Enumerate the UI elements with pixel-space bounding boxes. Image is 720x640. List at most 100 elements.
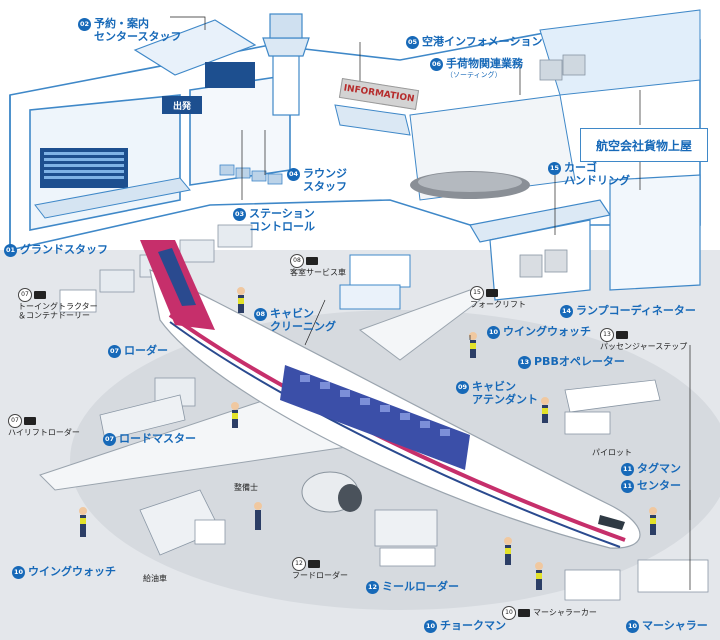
- tug-vehicle: [637, 559, 709, 593]
- label-number: 08: [290, 254, 304, 268]
- label-fuel-truck: 給油車: [143, 574, 167, 583]
- vehicle-icon: [486, 289, 498, 297]
- flight-info-board: [205, 62, 255, 88]
- label-mechanic: 整備士: [234, 483, 258, 492]
- airplane-far-wing: [358, 289, 481, 361]
- fuel-truck: [139, 489, 226, 556]
- cargo-shed: [469, 174, 701, 301]
- lounge-seats: [219, 164, 283, 185]
- label-text: パイロット: [592, 448, 632, 457]
- label-text: フードローダー: [292, 571, 348, 580]
- label-line2: ＆コンテナドーリー: [18, 311, 90, 321]
- label-line1: トーイングトラクター: [18, 302, 98, 311]
- label-ramp-coordinator: 14 ランプコーディネーター: [560, 305, 696, 318]
- vehicle-icon: [34, 291, 46, 299]
- label-subtext: （ソーティング）: [446, 70, 502, 79]
- label-food-loader: 12 フードローダー: [292, 557, 348, 580]
- label-text: 手荷物関連業務: [446, 57, 523, 70]
- label-text: フォークリフト: [470, 300, 526, 309]
- label-number: 10: [487, 326, 500, 339]
- label-load-master: 07 ロードマスター: [103, 433, 196, 446]
- label-text: マーシャラー: [642, 619, 708, 633]
- label-ground-staff: 01 グランドスタッフ: [4, 244, 108, 257]
- vehicle-icon: [308, 560, 320, 568]
- airplane-cabin-cutaway: [280, 365, 470, 470]
- label-text: ハイリフトローダー: [8, 428, 80, 437]
- label-line2: コントロール: [249, 219, 315, 233]
- vehicle-icon: [518, 609, 530, 617]
- label-passenger-step: 13 パッセンジャーステップ: [600, 328, 687, 351]
- cargo-office-platform: [539, 9, 701, 96]
- label-number: 02: [78, 18, 91, 31]
- label-lounge-staff: 04 ラウンジ スタッフ: [287, 167, 347, 193]
- departure-board: [40, 148, 128, 188]
- label-text: ランプコーディネーター: [576, 304, 696, 318]
- vehicle-icon: [616, 331, 628, 339]
- label-cabin-attendant: 09 キャビン アテンダント: [456, 380, 538, 406]
- label-line2: ハンドリング: [564, 173, 630, 187]
- marshaller-car: [564, 569, 621, 601]
- label-loader: 07 ローダー: [108, 345, 168, 358]
- label-text: マーシャラーカー: [533, 608, 597, 618]
- label-forklift: 15 フォークリフト: [470, 286, 526, 309]
- label-text: ウイングウォッチ: [28, 565, 116, 579]
- label-text: タグマン: [637, 462, 681, 476]
- label-number: 10: [502, 606, 516, 620]
- departure-sign: 出発: [162, 96, 202, 114]
- label-text: ウイングウォッチ: [503, 325, 591, 339]
- label-line1: ステーション: [249, 207, 315, 220]
- label-number: 07: [103, 433, 116, 446]
- label-number: 01: [4, 244, 17, 257]
- airplane: [39, 240, 641, 549]
- label-text: 整備士: [234, 483, 258, 492]
- label-number: 13: [518, 356, 531, 369]
- label-baggage-services: 06 手荷物関連業務 （ソーティング）: [430, 57, 523, 79]
- label-text: 空港インフォメーション: [422, 35, 543, 49]
- cargo-pallets: [519, 249, 568, 278]
- cabin-service-truck: [339, 254, 411, 310]
- label-highlift-loader: 07 ハイリフトローダー: [8, 414, 80, 437]
- label-number: 09: [456, 381, 469, 394]
- checkin-counter: [34, 177, 191, 219]
- safety-vests: [80, 298, 656, 579]
- label-text: チョークマン: [440, 619, 506, 633]
- label-number: 15: [470, 286, 484, 300]
- label-pilot: パイロット: [592, 448, 632, 457]
- label-number: 05: [406, 36, 419, 49]
- label-station-control: 03 ステーション コントロール: [233, 207, 315, 233]
- label-cargo-handling: 15 カーゴ ハンドリング: [548, 161, 630, 187]
- label-number: 03: [233, 208, 246, 221]
- vehicle-icon: [24, 417, 36, 425]
- label-reservation-center-staff: 02 予約・案内 センタースタッフ: [78, 17, 182, 43]
- label-number: 12: [366, 581, 379, 594]
- cargo-building-box: 航空会社貨物上屋: [580, 128, 708, 162]
- label-number: 10: [424, 620, 437, 633]
- label-wing-watch-middle: 10 ウイングウォッチ: [487, 326, 591, 339]
- label-center: 11 センター: [621, 480, 681, 493]
- label-wing-watch-left: 10 ウイングウォッチ: [12, 566, 116, 579]
- label-text: 給油車: [143, 574, 167, 583]
- label-number: 14: [560, 305, 573, 318]
- label-number: 15: [548, 162, 561, 175]
- label-pbb-operator: 13 PBBオペレーター: [518, 356, 625, 369]
- label-text: ローダー: [124, 344, 168, 358]
- label-line1: カーゴ: [564, 161, 597, 174]
- label-text: ミールローダー: [382, 580, 459, 594]
- label-meal-loader: 12 ミールローダー: [366, 581, 459, 594]
- label-text: センター: [637, 479, 681, 493]
- label-text: 客室サービス車: [290, 268, 346, 277]
- label-line1: 予約・案内: [94, 17, 149, 30]
- label-line2: センタースタッフ: [94, 29, 182, 43]
- label-line1: ラウンジ: [303, 167, 347, 180]
- passenger-step-vehicle: [564, 379, 661, 435]
- label-text: パッセンジャーステップ: [600, 342, 688, 351]
- label-text: グランドスタッフ: [20, 243, 108, 257]
- label-number: 11: [621, 463, 634, 476]
- label-airport-information: 05 空港インフォメーション: [406, 36, 542, 49]
- label-towing-tractor: 07 トーイングトラクター ＆コンテナドーリー: [18, 288, 98, 320]
- label-number: 13: [600, 328, 614, 342]
- label-number: 10: [12, 566, 25, 579]
- label-number: 04: [287, 168, 300, 181]
- reservation-center-platform: [133, 19, 257, 76]
